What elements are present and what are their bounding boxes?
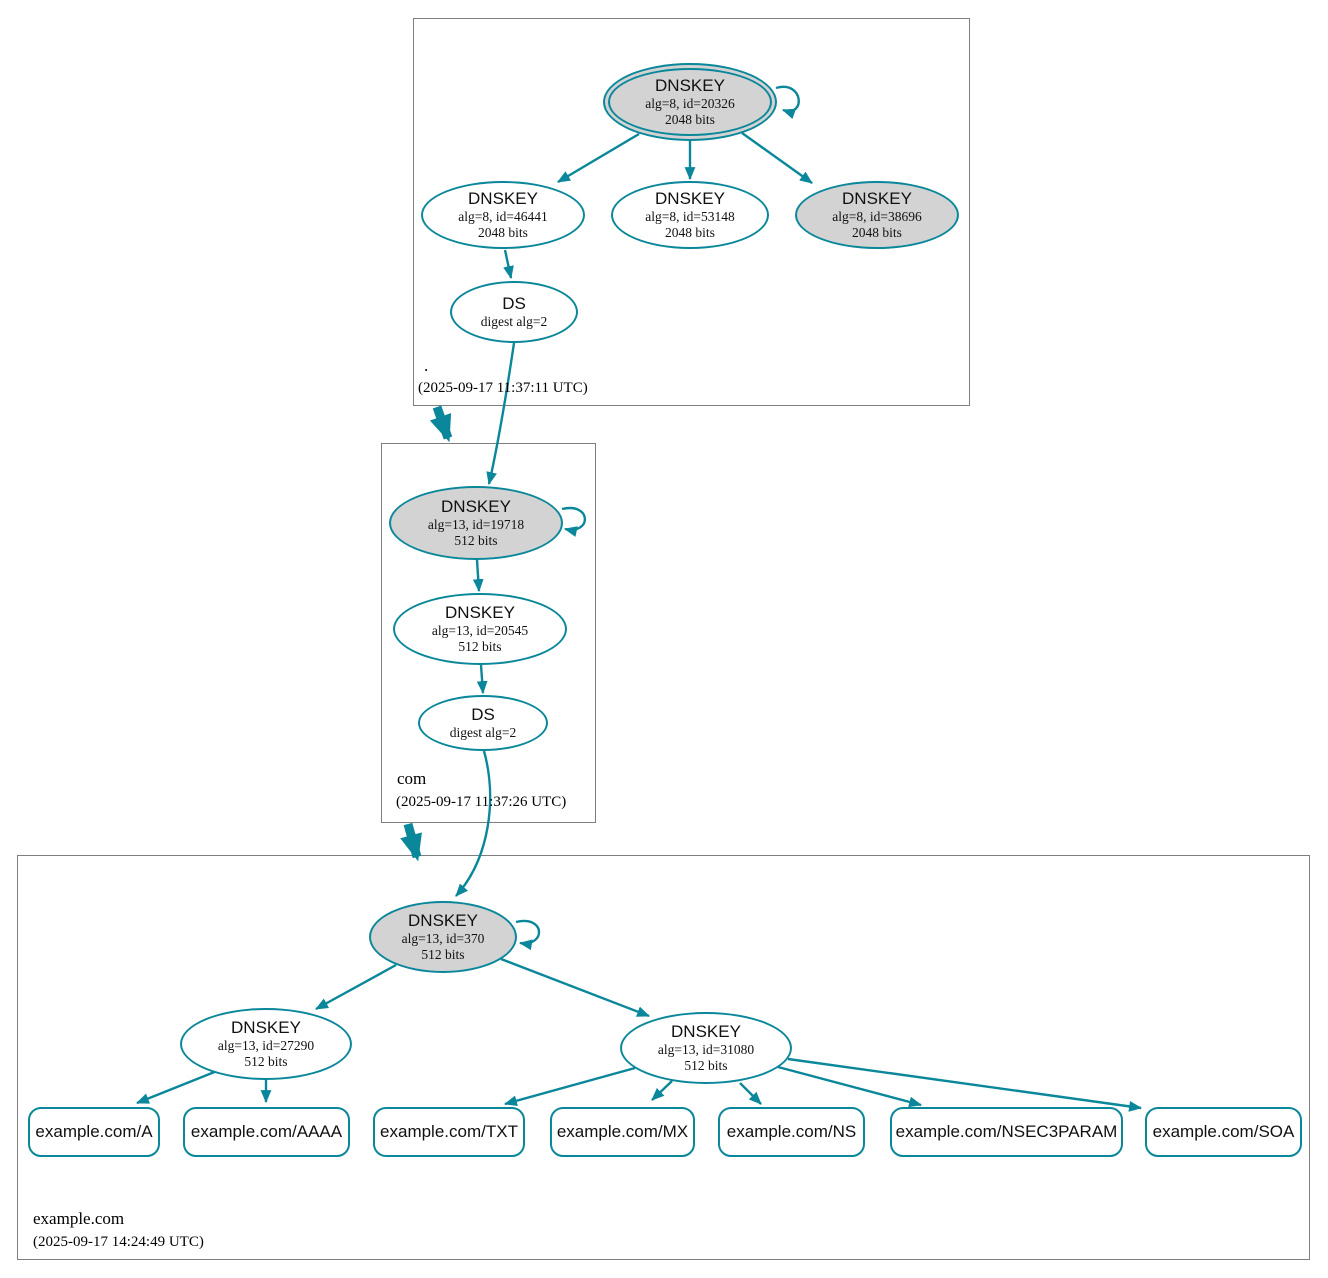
zone-name-root: . <box>424 356 429 375</box>
ds-node-com[interactable]: DS digest alg=2 <box>418 695 548 751</box>
node-detail: alg=8, id=20326 <box>645 96 735 111</box>
node-bits: 2048 bits <box>852 225 902 240</box>
edge-com-ds-to-example-ksk <box>455 750 492 897</box>
ds-node-root[interactable]: DS digest alg=2 <box>450 281 578 343</box>
dnskey-node-example-31080[interactable]: DNSKEY alg=13, id=31080 512 bits <box>620 1012 792 1084</box>
edge-20545-to-com-ds <box>476 664 488 695</box>
node-bits: 512 bits <box>244 1054 288 1069</box>
dnskey-node-root-53148[interactable]: DNSKEY alg=8, id=53148 2048 bits <box>611 181 769 249</box>
rrset-example-com-ns[interactable]: example.com/NS <box>718 1107 865 1157</box>
zone-box-root <box>413 18 970 406</box>
edge-root-ksk-self-loop <box>775 85 800 120</box>
node-detail: alg=13, id=31080 <box>657 1042 755 1057</box>
edge-31080-to-soa <box>787 1057 1143 1112</box>
edge-31080-to-txt <box>503 1066 636 1107</box>
node-title: DNSKEY <box>655 189 725 208</box>
zone-timestamp-example-com: (2025-09-17 14:24:49 UTC) <box>33 1234 204 1250</box>
node-title: DNSKEY <box>441 497 511 516</box>
edge-com-ksk-to-20545 <box>472 559 484 593</box>
edge-example-ksk-to-27290 <box>315 963 397 1011</box>
node-title: DNSKEY <box>468 189 538 208</box>
rrset-example-com-aaaa[interactable]: example.com/AAAA <box>183 1107 350 1157</box>
rrset-example-com-a[interactable]: example.com/A <box>28 1107 160 1157</box>
node-detail: alg=13, id=27290 <box>217 1038 315 1053</box>
node-detail: alg=8, id=46441 <box>458 209 548 224</box>
edge-27290-to-a <box>135 1069 218 1105</box>
edge-example-ksk-to-31080 <box>500 957 651 1018</box>
node-detail: digest alg=2 <box>449 725 517 740</box>
zone-name-example-com: example.com <box>33 1209 125 1228</box>
edge-46441-to-root-ds <box>503 249 514 280</box>
node-bits: 2048 bits <box>665 225 715 240</box>
zone-timestamp-com: (2025-09-17 11:37:26 UTC) <box>396 794 567 810</box>
node-detail: alg=8, id=53148 <box>645 209 735 224</box>
node-title: DS <box>471 705 495 724</box>
edge-root-delegation-to-com <box>429 405 453 443</box>
zone-box-example-com <box>17 855 1310 1260</box>
node-bits: 2048 bits <box>665 112 715 127</box>
zone-timestamp-root: (2025-09-17 11:37:11 UTC) <box>418 380 588 396</box>
node-title: DNSKEY <box>655 76 725 95</box>
dnskey-node-example-370[interactable]: DNSKEY alg=13, id=370 512 bits <box>369 901 517 973</box>
edge-root-ksk-to-46441 <box>557 132 640 184</box>
node-detail: alg=13, id=370 <box>401 931 485 946</box>
rrset-example-com-mx[interactable]: example.com/MX <box>550 1107 695 1157</box>
dnskey-node-root-38696[interactable]: DNSKEY alg=8, id=38696 2048 bits <box>795 181 959 249</box>
node-bits: 512 bits <box>684 1058 728 1073</box>
edge-root-ds-to-com-ksk <box>486 342 516 486</box>
rrset-label: example.com/NSEC3PARAM <box>895 1122 1118 1141</box>
node-bits: 512 bits <box>454 533 498 548</box>
dnskey-node-root-20326[interactable]: DNSKEY alg=8, id=20326 2048 bits <box>603 63 777 141</box>
rrset-label: example.com/A <box>35 1122 153 1141</box>
edge-31080-to-nsec3param <box>777 1065 923 1108</box>
rrset-label: example.com/MX <box>556 1122 689 1141</box>
node-title: DNSKEY <box>408 911 478 930</box>
rrset-label: example.com/TXT <box>380 1122 518 1141</box>
rrset-example-com-txt[interactable]: example.com/TXT <box>373 1107 525 1157</box>
node-detail: alg=13, id=20545 <box>431 623 529 638</box>
rrset-label: example.com/SOA <box>1152 1122 1295 1141</box>
edge-root-ksk-to-38696 <box>741 132 813 184</box>
rrset-example-com-nsec3param[interactable]: example.com/NSEC3PARAM <box>890 1107 1123 1157</box>
edge-31080-to-mx <box>651 1080 673 1101</box>
rrset-example-com-soa[interactable]: example.com/SOA <box>1145 1107 1302 1157</box>
rrset-label: example.com/NS <box>726 1122 857 1141</box>
node-detail: digest alg=2 <box>480 314 548 329</box>
dnskey-node-example-27290[interactable]: DNSKEY alg=13, id=27290 512 bits <box>180 1008 352 1080</box>
node-detail: alg=13, id=19718 <box>427 517 525 532</box>
dnskey-node-root-46441[interactable]: DNSKEY alg=8, id=46441 2048 bits <box>421 181 585 249</box>
node-detail: alg=8, id=38696 <box>832 209 922 224</box>
node-title: DNSKEY <box>231 1018 301 1037</box>
edge-com-delegation-to-example <box>400 822 422 862</box>
edge-com-ksk-self-loop <box>561 506 587 537</box>
edge-example-ksk-self-loop <box>515 919 541 951</box>
node-title: DNSKEY <box>842 189 912 208</box>
edge-31080-to-ns <box>739 1082 762 1105</box>
zone-name-com: com <box>397 769 427 788</box>
node-title: DNSKEY <box>671 1022 741 1041</box>
rrset-label: example.com/AAAA <box>190 1122 343 1141</box>
node-bits: 512 bits <box>458 639 502 654</box>
node-bits: 2048 bits <box>478 225 528 240</box>
node-bits: 512 bits <box>421 947 465 962</box>
node-title: DNSKEY <box>445 603 515 622</box>
dnskey-node-com-19718[interactable]: DNSKEY alg=13, id=19718 512 bits <box>389 486 563 560</box>
node-title: DS <box>502 294 526 313</box>
dnskey-node-com-20545[interactable]: DNSKEY alg=13, id=20545 512 bits <box>393 593 567 665</box>
